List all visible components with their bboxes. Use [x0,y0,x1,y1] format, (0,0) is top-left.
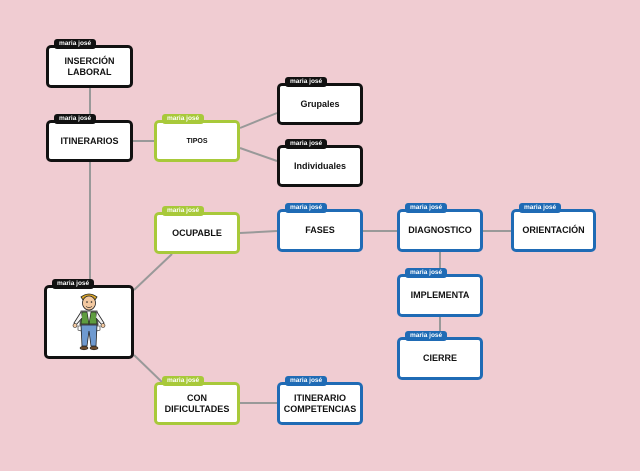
node-label: CIERRE [422,353,457,363]
author-tag: maria josé [405,203,448,213]
edge-tipos-individuales [239,147,278,162]
node-image[interactable]: maria josé [44,279,134,359]
node-label: OCUPABLE [172,227,222,238]
author-tag: maria josé [285,139,328,149]
author-tag: maria josé [285,376,328,386]
node-individuales[interactable]: maria josé Individuales [277,139,363,187]
node-label: CON DIFICULTADES [164,392,230,414]
author-tag: maria josé [285,77,328,87]
node-tipos[interactable]: maria josé TIPOS [154,114,240,162]
edge-ocupable-fases [239,230,278,234]
author-tag: maria josé [54,114,97,124]
node-cierre[interactable]: maria josé CIERRE [397,331,483,380]
node-grupales[interactable]: maria josé Grupales [277,77,363,125]
node-label: ITINERARIO COMPETENCIAS [283,392,357,414]
node-itinerarios[interactable]: maria josé ITINERARIOS [46,114,133,162]
node-fases[interactable]: maria josé FASES [277,203,363,252]
node-itinerario-competencias[interactable]: maria josé ITINERARIO COMPETENCIAS [277,376,363,425]
node-implementa[interactable]: maria josé IMPLEMENTA [397,268,483,317]
node-insercion-laboral[interactable]: maria josé INSERCIÓN LABORAL [46,39,133,88]
person-empty-pockets-icon [72,293,106,351]
author-tag: maria josé [405,268,448,278]
node-label: ITINERARIOS [60,135,119,146]
node-label: TIPOS [186,137,208,145]
edge-image-ocupable [133,253,173,291]
author-tag: maria josé [519,203,562,213]
edge-tipos-grupales [239,112,278,129]
node-label: FASES [305,225,335,235]
author-tag: maria josé [285,203,328,213]
node-label: ORIENTACIÓN [522,225,585,235]
author-tag: maria josé [54,39,97,49]
node-label: Individuales [293,160,346,171]
author-tag: maria josé [52,279,95,289]
node-diagnostico[interactable]: maria josé DIAGNOSTICO [397,203,483,252]
node-label: IMPLEMENTA [410,290,470,300]
author-tag: maria josé [162,376,205,386]
node-label: DIAGNOSTICO [408,225,472,235]
node-label: Grupales [300,98,340,109]
edge-image-condificultades [133,354,165,385]
node-orientacion[interactable]: maria josé ORIENTACIÓN [511,203,596,252]
author-tag: maria josé [405,331,448,341]
author-tag: maria josé [162,114,205,124]
node-ocupable[interactable]: maria josé OCUPABLE [154,206,240,254]
node-label: INSERCIÓN LABORAL [64,55,115,77]
author-tag: maria josé [162,206,205,216]
node-con-dificultades[interactable]: maria josé CON DIFICULTADES [154,376,240,425]
